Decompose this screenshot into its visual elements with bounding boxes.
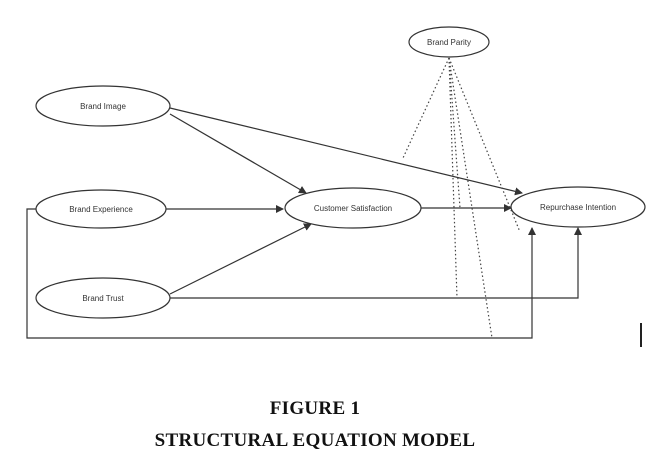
node-customer-satisfaction: Customer Satisfaction: [284, 187, 422, 229]
node-repurchase-intention: Repurchase Intention: [510, 186, 646, 228]
node-brand-image: Brand Image: [35, 85, 171, 127]
moderator-line-to-satisfaction-path: [448, 57, 461, 209]
node-repurchase-intention-label: Repurchase Intention: [540, 203, 616, 212]
moderator-lines: [402, 57, 521, 339]
figure-title: STRUCTURAL EQUATION MODEL: [154, 430, 476, 451]
node-brand-experience: Brand Experience: [35, 189, 167, 229]
node-brand-parity: Brand Parity: [408, 26, 490, 58]
moderator-line-to-experience-path: [448, 57, 493, 339]
node-customer-satisfaction-label: Customer Satisfaction: [314, 204, 392, 213]
text-cursor-mark: [640, 323, 642, 347]
figure-number: FIGURE 1: [269, 398, 361, 419]
moderator-line-outer: [448, 57, 521, 233]
moderator-line-to-image-path: [402, 57, 450, 159]
node-brand-parity-label: Brand Parity: [427, 38, 471, 47]
moderator-line-to-trust-path: [448, 57, 458, 299]
path-trust-to-repurchase: [165, 227, 582, 299]
node-brand-experience-label: Brand Experience: [69, 205, 133, 214]
path-trust-to-satisfaction: [169, 223, 312, 295]
path-experience-to-repurchase: [26, 208, 536, 339]
path-image-to-repurchase: [169, 107, 523, 196]
path-image-to-satisfaction: [169, 113, 307, 194]
node-brand-image-label: Brand Image: [80, 102, 126, 111]
structural-equation-diagram: Brand Parity Brand Image Brand Experienc…: [26, 26, 646, 339]
node-brand-trust-label: Brand Trust: [82, 294, 124, 303]
node-brand-trust: Brand Trust: [35, 277, 171, 319]
